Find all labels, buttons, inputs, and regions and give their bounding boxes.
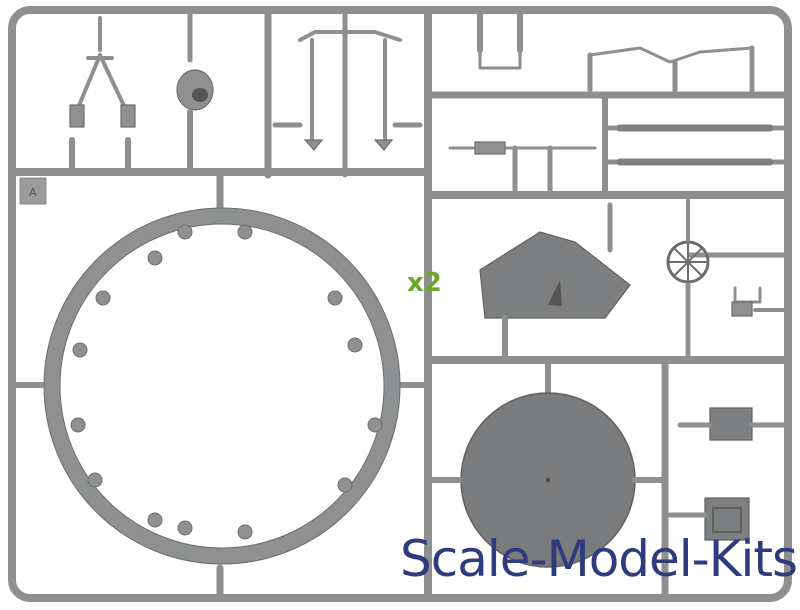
- part-mantlet: [479, 202, 631, 358]
- frame-letter-tag: A: [19, 177, 47, 205]
- part-clip: [731, 286, 787, 317]
- part-wire-handle: [587, 45, 755, 93]
- part-bracket: [477, 11, 523, 70]
- sprue-frame: [8, 6, 792, 602]
- part-handwheel: [666, 198, 710, 358]
- frame-letter: A: [29, 186, 37, 199]
- part-rods: [616, 124, 774, 166]
- part-tripod: [69, 16, 136, 175]
- part-turret-ring: [9, 168, 431, 602]
- part-plate: [667, 497, 750, 541]
- watermark-text: Scale-Model-Kits: [400, 530, 798, 588]
- ring-lugs: [70, 224, 383, 540]
- part-hatch-ring: [176, 11, 214, 175]
- quantity-badge: x2: [407, 268, 442, 298]
- part-cupola-block: [677, 407, 788, 441]
- part-dome: [425, 357, 668, 568]
- part-barrel: [448, 141, 597, 193]
- part-seat-frames: [272, 30, 423, 151]
